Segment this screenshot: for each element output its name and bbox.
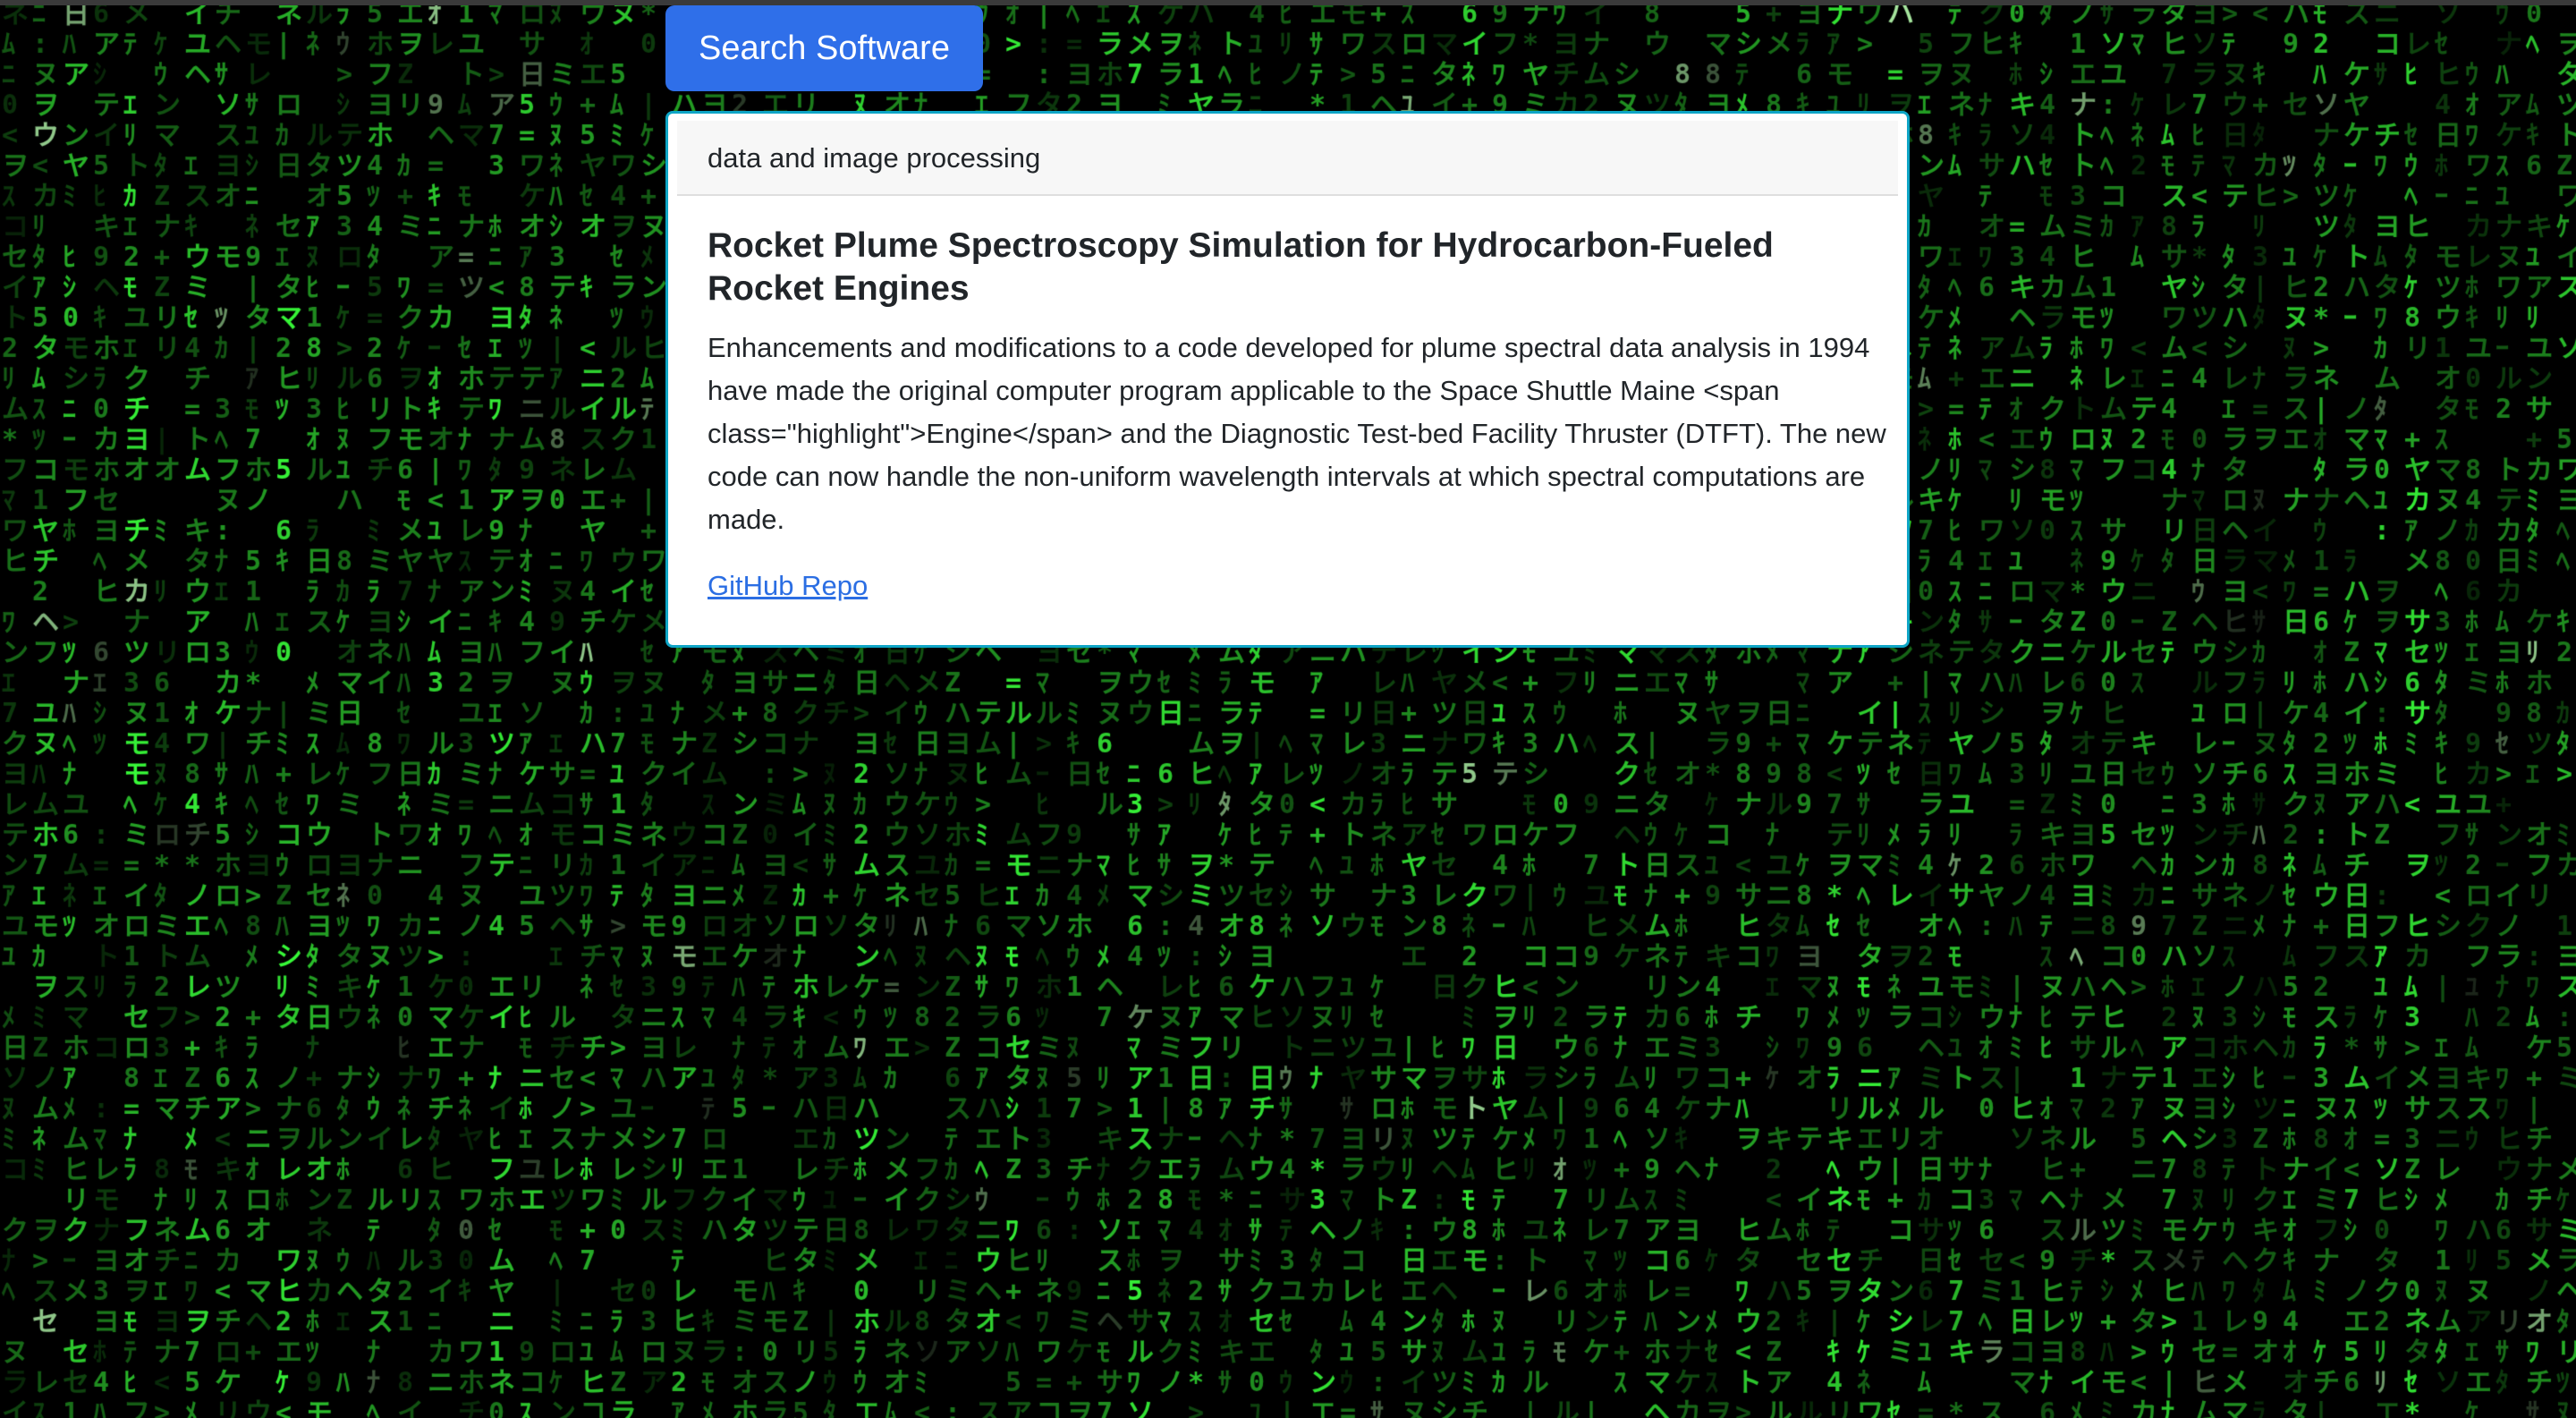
- card-header: data and image processing: [677, 121, 1898, 196]
- github-repo-link[interactable]: GitHub Repo: [708, 570, 869, 601]
- result-description: Enhancements and modifications to a code…: [708, 332, 1886, 535]
- search-software-button[interactable]: Search Software: [665, 5, 983, 91]
- result-title: Rocket Plume Spectroscopy Simulation for…: [708, 226, 1774, 308]
- search-result-card: data and image processing Rocket Plume S…: [665, 111, 1910, 648]
- browser-top-edge: [0, 0, 2576, 5]
- card-category-label: data and image processing: [708, 142, 1041, 174]
